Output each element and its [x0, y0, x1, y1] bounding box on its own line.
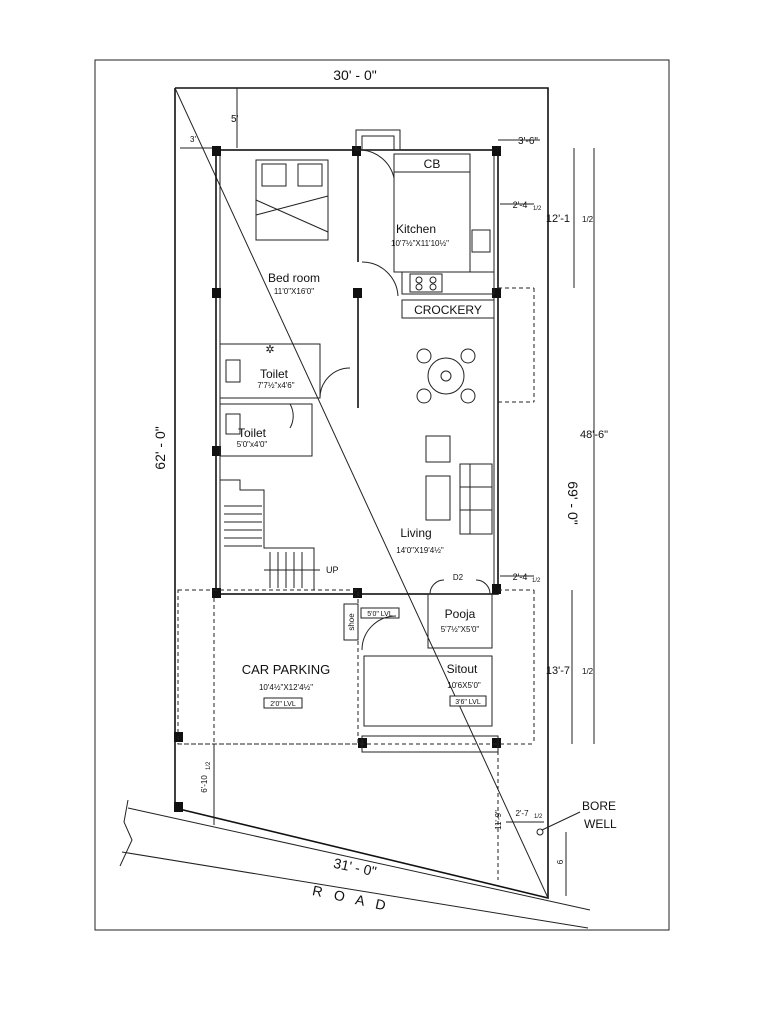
bore-6-dim: 6	[556, 859, 565, 864]
pooja-name: Pooja	[445, 607, 476, 621]
sitout-room	[363, 655, 493, 727]
stair-up-label: UP	[326, 565, 339, 575]
kitchen-name: Kitchen	[396, 222, 436, 236]
chimney	[355, 129, 401, 151]
car-parking-area	[177, 589, 359, 745]
road-edge-2	[121, 851, 589, 929]
left-depth-dim: 62' - 0"	[152, 426, 168, 469]
stove-icon	[409, 273, 443, 293]
dining-table-icon	[416, 348, 476, 404]
coffee-table-icon	[425, 475, 451, 521]
diagonal-line	[174, 87, 549, 899]
living-name: Living	[400, 526, 431, 540]
pooja-level-tag	[360, 607, 400, 619]
kitchen-depth-dim: 12'-1	[546, 213, 570, 225]
toilet1-size: 7'7½"x4'6"	[257, 381, 294, 390]
sitout-level: 3'6" LVL	[455, 699, 481, 706]
kitchen-gap-dim: 2'-4	[513, 200, 528, 210]
kitchen-door-swing-2	[361, 261, 399, 297]
kitchen-depth-frac: 1/2	[582, 215, 594, 224]
bore-offset-dim: 2'-7	[515, 809, 529, 818]
left-bottom-dim: 6'-10	[200, 775, 209, 793]
kitchen-platform	[401, 271, 495, 295]
bore-label-1: BORE	[582, 799, 616, 813]
parking-level-tag	[263, 697, 303, 709]
parking-name: CAR PARKING	[242, 662, 331, 677]
parking-size: 10'4½"X12'4½"	[259, 683, 313, 692]
living-size: 14'0"X19'4½"	[396, 546, 444, 555]
sitout-level-tag	[449, 695, 487, 707]
sofa-icon	[459, 463, 493, 535]
sheet-frame	[94, 59, 670, 931]
kitchen-cb-label: CB	[424, 157, 441, 171]
road-edge-1	[127, 807, 591, 911]
toilet2-name: Toilet	[238, 426, 267, 440]
shower-icon: ✲	[265, 344, 274, 356]
columns	[174, 146, 501, 812]
sink-icon	[471, 229, 491, 253]
toilet-door-swing	[319, 367, 351, 399]
bore-label-2: WELL	[584, 817, 617, 831]
pooja-level: 5'0" LVL	[367, 611, 393, 618]
sitout-gap-frac: 1/2	[532, 578, 541, 584]
staircase	[220, 479, 320, 590]
crockery-unit	[401, 299, 495, 319]
front-11-9-dim: 11'-9"	[494, 810, 503, 830]
shoe-label: shoe	[347, 613, 356, 631]
crockery-label: CROCKERY	[414, 303, 482, 317]
bottom-width-dim: 31' - 0"	[332, 855, 378, 880]
pooja-door-label: D2	[453, 573, 464, 582]
pooja-size: 5'7½"X5'0"	[441, 625, 480, 634]
sitout-depth-dim: 13'-7	[546, 665, 570, 677]
side-setback-dim: 3'	[190, 135, 196, 144]
sitout-depth-frac: 1/2	[582, 667, 594, 676]
bedroom-size: 11'0"X16'0"	[274, 287, 314, 296]
wc-icon	[225, 359, 241, 383]
toilet1-name: Toilet	[260, 367, 289, 381]
road-label: R O A D	[311, 882, 391, 914]
kitchen-gap-frac: 1/2	[533, 206, 542, 212]
overall-depth-dim: 48'-6"	[580, 429, 608, 441]
right-top-dim: 3'-6"	[518, 136, 538, 147]
sitout-size: 10'6X5'0"	[447, 681, 481, 690]
bed-icon	[255, 159, 329, 241]
kitchen-size: 10'7½"X11'10½"	[391, 239, 449, 248]
bedroom-name: Bed room	[268, 271, 320, 285]
road-break-left	[119, 799, 133, 867]
parking-level: 2'0" LVL	[270, 701, 296, 708]
toilet2-size: 5'0"x4'0"	[237, 440, 268, 449]
kitchen-door-swing	[361, 149, 395, 179]
wc-icon-2	[225, 413, 241, 435]
bore-offset-frac: 1/2	[534, 814, 543, 820]
toilet2-room	[219, 403, 313, 457]
sitout-name: Sitout	[447, 662, 478, 676]
toilet1-room	[219, 343, 321, 399]
bore-well-icon	[536, 828, 544, 836]
front-setback-dim: 5'	[231, 114, 239, 125]
main-door-swing	[361, 615, 397, 651]
top-width-dim: 30' - 0"	[333, 67, 376, 83]
right-depth-dim: 69' - 0"	[565, 481, 581, 524]
left-bottom-frac: 1/2	[206, 761, 212, 770]
pooja-room	[427, 593, 493, 649]
sitout-gap-dim: 2'-4	[513, 572, 528, 582]
armchair-icon	[425, 435, 451, 463]
